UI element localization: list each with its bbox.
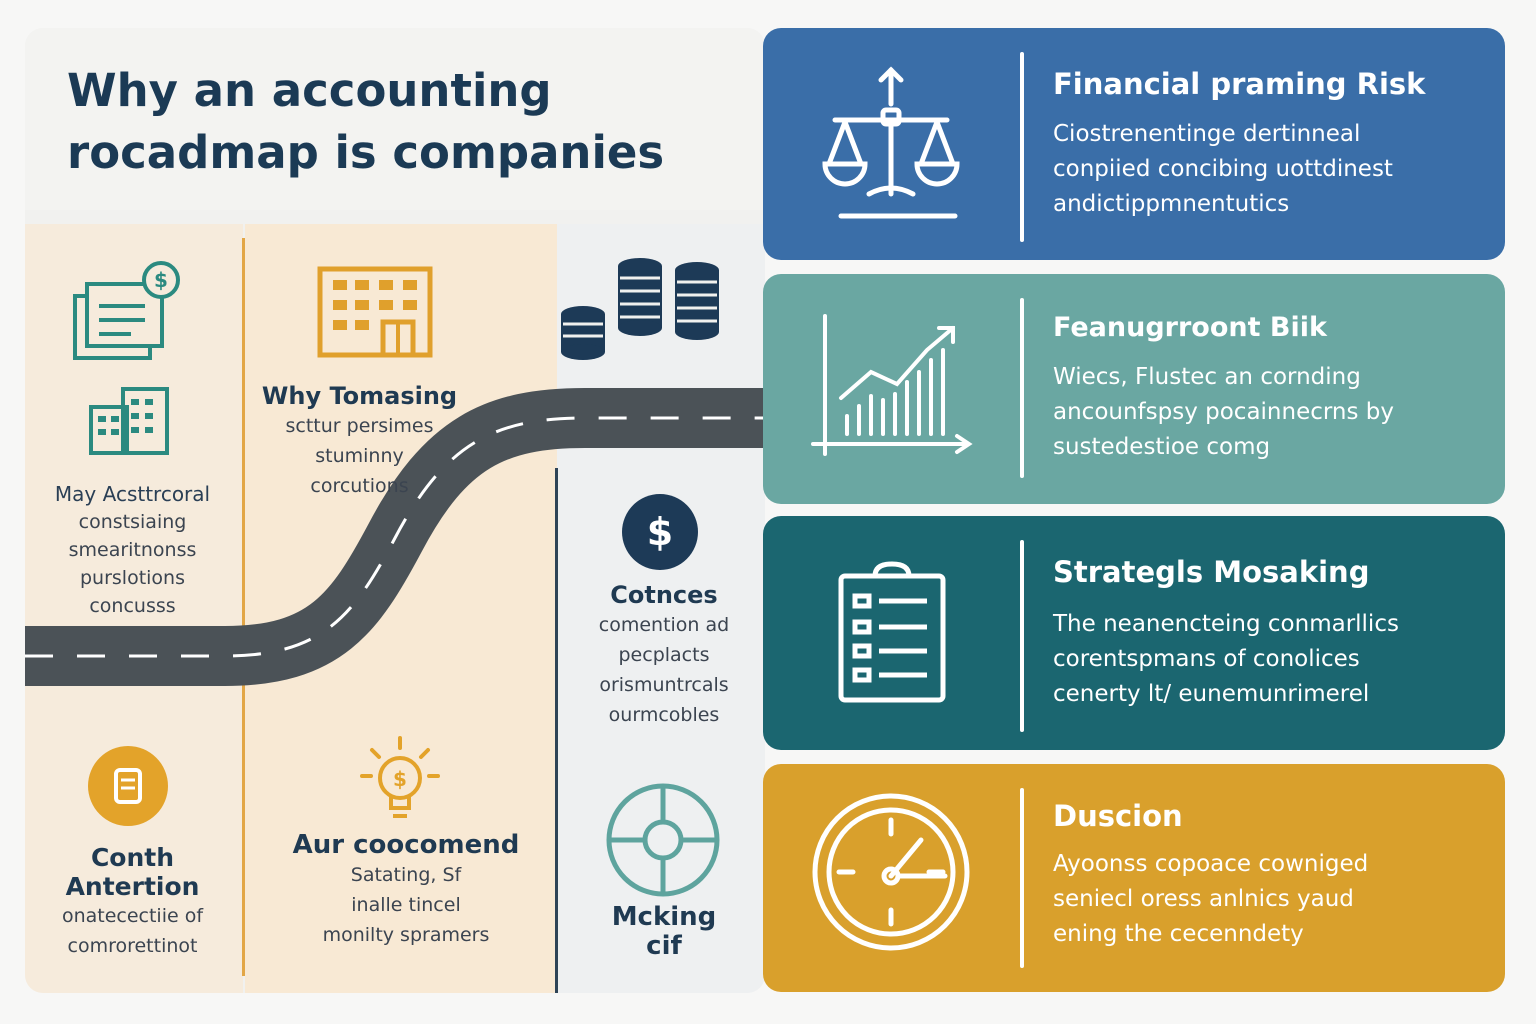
svg-text:$: $ [393,767,407,791]
bottom-left-line: comrorettinot [67,935,198,957]
page-title: Why an accounting rocadmap is companies [67,64,665,179]
card-financial-risk: Financial praming Risk Ciostrenentinge d… [763,28,1505,260]
card-growth: Feanugrroont Biik Wiecs, Flustec an corn… [763,274,1505,504]
bottom-left-heading-2: Antertion [65,872,200,901]
card-line: Wiecs, Flustec an cornding [1053,364,1361,390]
dollar-circle-icon: $ [622,494,698,570]
card-line: ancounfspsy pocainnecrns by [1053,399,1395,425]
clipboard-checklist-icon [838,561,946,703]
left-column-line: constsiaing [78,511,187,533]
card-title: Feanugrroont Biik [1053,312,1327,343]
buildings-icon [89,387,169,455]
bottom-middle-line: Satating, Sf [350,864,462,886]
right-column-line: pecplacts [618,644,710,666]
bottom-middle-block: Aur coocomend Satating, Sf inalle tincel… [275,831,537,950]
bottom-right-block: Mcking cif [565,903,763,961]
card-divider [1020,298,1024,478]
bottom-left-line: onatecectiie of [61,905,204,927]
left-column-heading: May Acsttrcoral [54,482,211,506]
bottom-left-heading-1: Conth [90,843,175,872]
middle-column-block: Why Tomasing scttur persimes stuminny co… [247,382,472,501]
target-wheel-icon [606,783,720,897]
middle-column-line: corcutions [310,475,409,497]
balance-scale-icon [822,66,960,219]
card-strategy: Strategls Mosaking The neanencteing conm… [763,516,1505,750]
card-decision: Duscion Ayoonss copoace cowniged seniecl… [763,764,1505,992]
right-column-block: Cotnces comention ad pecplacts orismuntr… [565,581,763,730]
bottom-middle-line: inalle tincel [351,894,461,916]
card-divider [1020,540,1024,732]
card-title: Duscion [1053,799,1183,833]
left-column-line: smearitnonss [68,539,197,561]
card-line: ening the cecenndety [1053,921,1304,947]
bottom-left-block: Conth Antertion onatecectiie of comroret… [25,843,240,961]
card-line: The neanencteing conmarllics [1053,611,1399,637]
lightbulb-dollar-icon: $ [360,736,440,818]
bottom-middle-line: monilty spramers [322,924,490,946]
right-column-line: orismuntrcals [599,674,729,696]
bottom-right-heading-1: Mcking [611,902,717,932]
divider-line-navy [555,468,558,993]
svg-text:$: $ [154,268,168,292]
card-line: conpiied concibing uottdinest [1053,156,1393,182]
divider-line-gold [242,238,245,976]
card-divider [1020,52,1024,242]
card-divider [1020,788,1024,968]
bottom-right-heading-2: cif [646,931,682,961]
column-left-bg [25,224,243,993]
left-column-line: purslotions [79,567,185,589]
card-title: Financial praming Risk [1053,67,1426,101]
growth-chart-icon [811,314,973,456]
gauge-icon [812,793,970,951]
right-column-line: ourmcobles [608,704,720,726]
roadmap-road [25,388,765,686]
office-building-icon [317,266,433,358]
middle-column-line: stuminny [315,445,404,467]
card-line: corentspmans of conolices [1053,646,1360,672]
left-column-block: May Acsttrcoral constsiaing smearitnonss… [25,480,240,620]
left-column-line: concusss [89,595,176,617]
dollar-sign: $ [646,510,674,554]
middle-column-line: scttur persimes [285,415,434,437]
coin-stacks-icon [561,258,719,360]
card-line: Ayoonss copoace cowniged [1053,851,1369,877]
card-line: cenerty lt/ eunemunrimerel [1053,681,1370,707]
card-body: Wiecs, Flustec an cornding ancounfspsy p… [1053,360,1483,465]
card-body: Ayoonss copoace cowniged seniecl oress a… [1053,847,1483,952]
middle-column-heading: Why Tomasing [261,382,458,410]
left-panel: Why an accounting rocadmap is companies … [25,28,765,993]
right-column-heading: Cotnces [610,581,718,609]
invoice-dollar-icon: $ [73,261,180,360]
badge-icon [88,746,168,826]
card-line: seniecl oress anlnics yaud [1053,886,1354,912]
card-line: sustedestioe comg [1053,434,1271,460]
column-middle-bg [245,224,557,993]
card-title: Strategls Mosaking [1053,555,1370,589]
card-line: Ciostrenentinge dertinneal [1053,121,1361,147]
header-band [25,28,765,210]
card-body: Ciostrenentinge dertinneal conpiied conc… [1053,117,1483,222]
card-body: The neanencteing conmarllics corentspman… [1053,607,1483,712]
right-column-line: comention ad [598,614,730,636]
card-line: andictippmnentutics [1053,191,1290,217]
bottom-middle-heading: Aur coocomend [292,830,520,860]
